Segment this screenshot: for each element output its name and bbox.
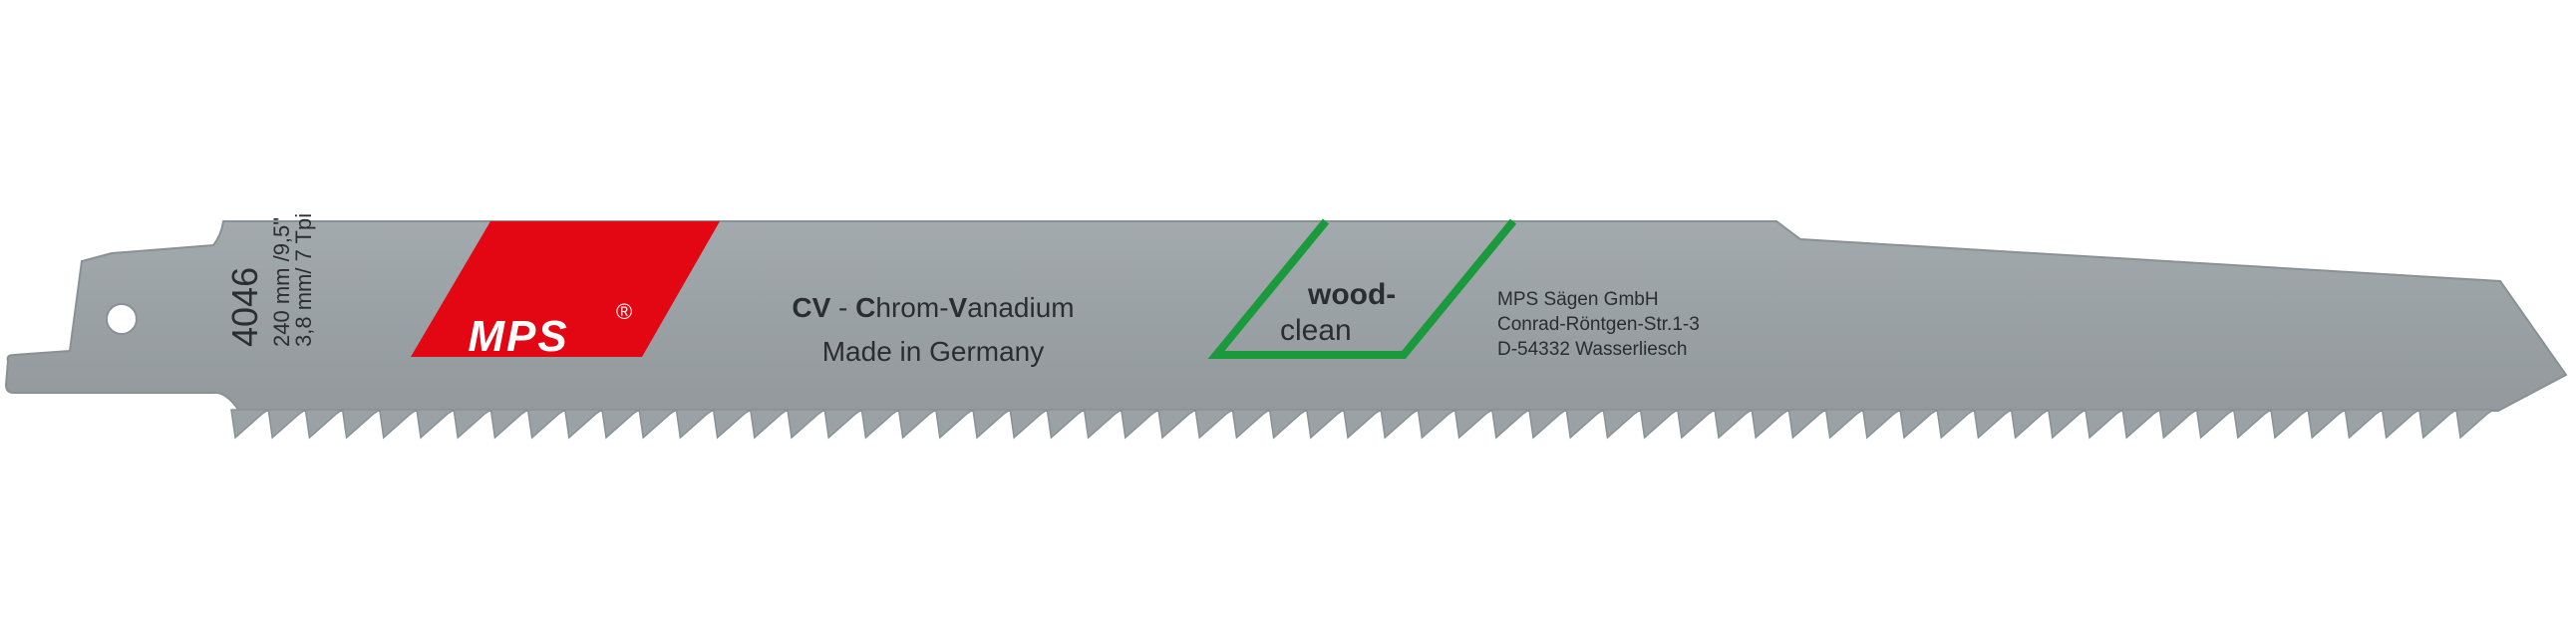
brand-logo: MPS ® [468,299,632,361]
material-part: C [855,292,875,323]
spec-length: 240 mm /9,5" [269,217,294,347]
origin-text: Made in Germany [822,336,1045,367]
material-part: CV [792,292,830,323]
material-part: hrom- [875,292,948,323]
brand-stripe [411,221,720,357]
blade-specs: 4046 240 mm /9,5" 3,8 mm/ 7 Tpi [224,213,316,347]
application-sublabel: clean [1280,314,1352,347]
logo-text: MPS [468,312,568,361]
spec-teeth: 3,8 mm/ 7 Tpi [291,213,316,347]
application-label: wood- [1307,278,1396,311]
manufacturer-name: MPS Sägen GmbH [1497,289,1659,310]
registered-mark: ® [616,299,632,324]
material-part: anadium [967,292,1074,323]
mounting-hole [106,303,138,335]
saw-teeth [230,409,2496,440]
material-part: - [830,292,855,323]
article-number: 4046 [224,267,265,347]
tooth-row [230,409,2496,440]
manufacturer-block: MPS Sägen GmbH Conrad-Röntgen-Str.1-3 D-… [1497,289,1700,360]
material-line: CV - Chrom-Vanadium [792,292,1074,323]
application-frame [1207,218,1517,359]
material-part: V [949,292,968,323]
manufacturer-street: Conrad-Röntgen-Str.1-3 [1497,314,1700,335]
manufacturer-city: D-54332 Wasserliesch [1497,339,1687,360]
